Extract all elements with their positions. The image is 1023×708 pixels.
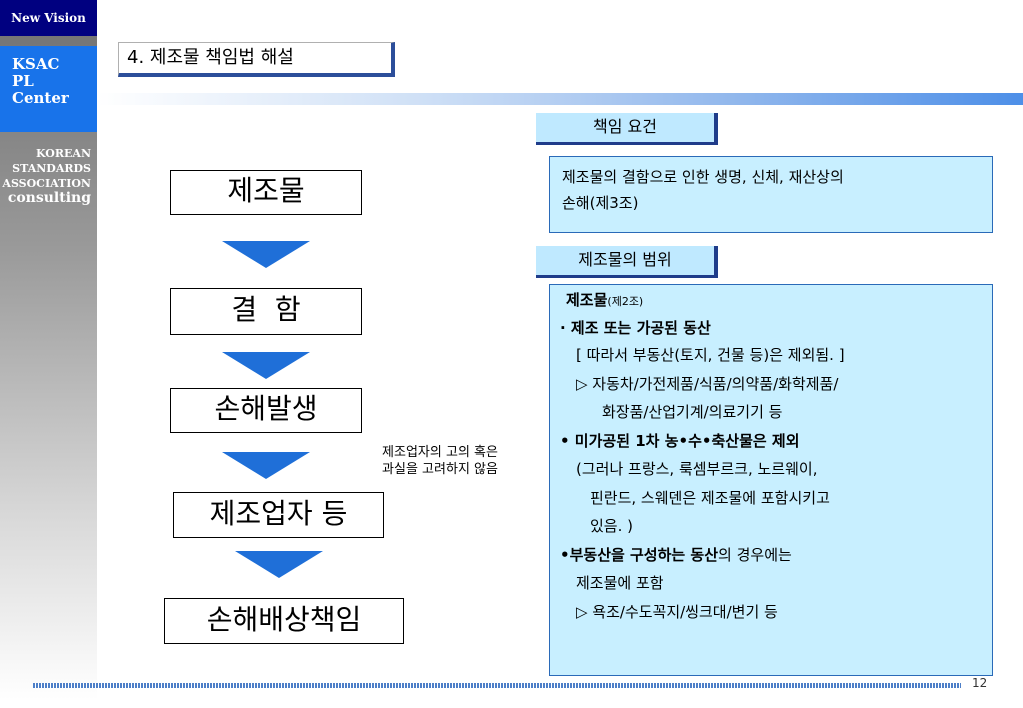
flow-arrow-icon	[222, 241, 310, 268]
page-number: 12	[972, 676, 988, 690]
scope-item: · 제조 또는 가공된 동산	[560, 319, 711, 337]
brand-line: PL	[12, 72, 34, 90]
flow-arrow-icon	[235, 551, 323, 578]
scope-item: • 미가공된 1차 농•수•축산물은 제외	[560, 431, 800, 450]
brand-line: Center	[12, 89, 69, 107]
scope-subitem: 제조물에 포함	[576, 574, 664, 592]
flow-step-defect: 결 함	[170, 288, 362, 335]
flow-arrow-icon	[222, 352, 310, 379]
footer-dotted-rule	[33, 683, 961, 688]
liability-requirements-box: 제조물의 결함으로 인한 생명, 신체, 재산상의 손해(제3조)	[549, 156, 993, 233]
flow-step-damage: 손해발생	[170, 388, 362, 433]
scope-subitem: (그러나 프랑스, 룩셈부르크, 노르웨이,	[576, 460, 818, 478]
org-line: KOREAN	[36, 147, 91, 160]
note-line: 제조업자의 고의 혹은	[382, 445, 498, 460]
brand-line: KSAC	[12, 55, 60, 73]
brand-new-vision: New Vision	[0, 0, 97, 36]
flow-step-liability: 손해배상책임	[164, 598, 404, 644]
scope-subitem: ▷ 욕조/수도꼭지/씽크대/변기 등	[576, 602, 778, 621]
scope-subitem: 핀란드, 스웨덴은 제조물에 포함시키고	[590, 488, 830, 507]
scope-item: •부동산을 구성하는 동산의 경우에는	[560, 541, 984, 570]
box-line: 제조물의 결함으로 인한 생명, 신체, 재산상의	[562, 168, 844, 186]
org-line: ASSOCIATION	[2, 177, 91, 190]
box-line: 손해(제3조)	[562, 194, 639, 212]
page-title: 4. 제조물 책임법 해설	[118, 42, 395, 77]
flow-step-product: 제조물	[170, 170, 362, 215]
note-line: 과실을 고려하지 않음	[382, 462, 498, 477]
scope-subitem: [ 따라서 부동산(토지, 건물 등)은 제외됨. ]	[576, 346, 845, 364]
flow-note: 제조업자의 고의 혹은 과실을 고려하지 않음	[350, 444, 530, 478]
section-header-liability-requirements: 책임 요건	[536, 113, 718, 145]
flow-arrow-icon	[222, 452, 310, 479]
org-line: STANDARDS	[12, 162, 91, 175]
org-line: consulting	[7, 190, 91, 206]
scope-subitem: ▷ 자동차/가전제품/식품/의약품/화학제품/	[576, 374, 839, 393]
scope-subitem: 화장품/산업기계/의료기기 등	[602, 403, 783, 421]
brand-ksac-box: KSAC PL Center	[0, 46, 97, 132]
sidebar: New Vision KSAC PL Center KOREAN STANDAR…	[0, 0, 97, 708]
scope-title: 제조물(제2조)	[560, 287, 984, 315]
org-name: KOREAN STANDARDS ASSOCIATION consulting	[0, 146, 91, 206]
section-header-product-scope: 제조물의 범위	[536, 246, 718, 278]
header-gradient-bar	[97, 93, 1023, 105]
scope-item-rest: 의 경우에는	[718, 545, 792, 564]
scope-title-bold: 제조물	[566, 291, 608, 309]
product-scope-box: 제조물(제2조) · 제조 또는 가공된 동산 [ 따라서 부동산(토지, 건물…	[549, 284, 993, 676]
flow-step-manufacturer: 제조업자 등	[173, 492, 384, 538]
scope-item-bold: •부동산을 구성하는 동산	[560, 545, 719, 564]
scope-subitem: 있음. )	[590, 517, 633, 535]
scope-title-ref: (제2조)	[607, 295, 644, 308]
